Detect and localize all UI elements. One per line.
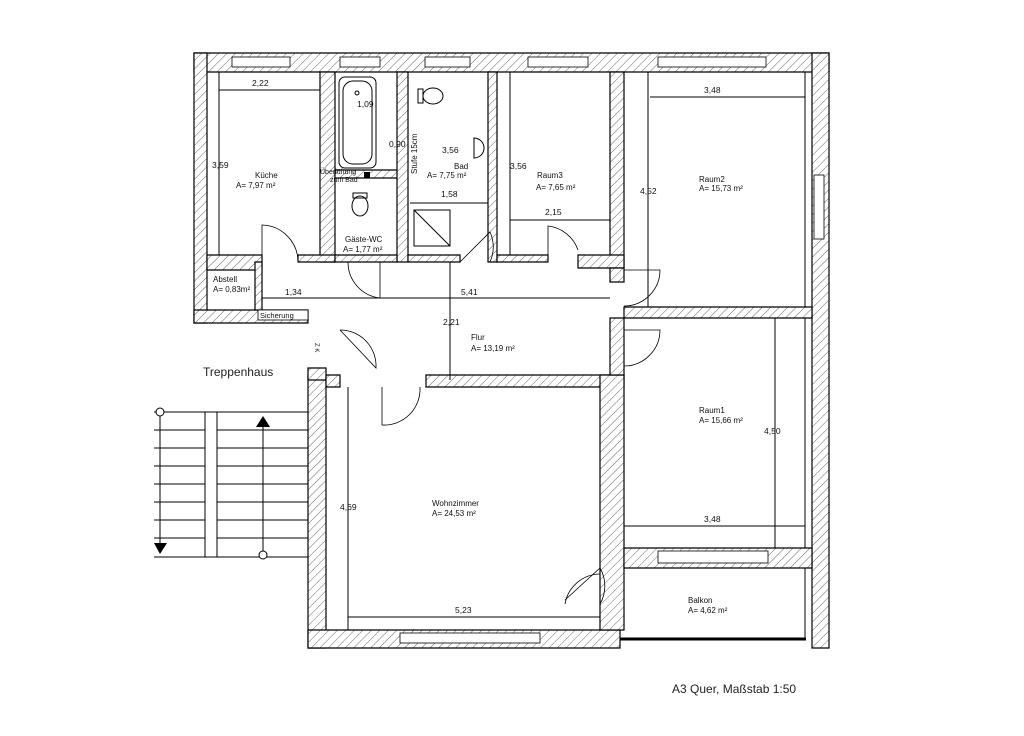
staircase xyxy=(154,407,308,560)
room-labels: Küche A= 7,97 m² Gäste-WC A= 1,77 m² Bad… xyxy=(213,162,743,615)
dimension-labels: 2,22 3,59 1,09 0,90 3,56 1,58 3,56 2,15 … xyxy=(212,78,781,615)
scale-caption: A3 Quer, Maßstab 1:50 xyxy=(672,682,797,696)
sink-icon xyxy=(473,137,485,159)
notes: Überlüftung zum Bad Stufe 15cm Sicherung… xyxy=(203,133,419,379)
dim-bad-width: 1,09 xyxy=(357,99,374,109)
fixtures xyxy=(338,76,485,247)
arrow-up-icon xyxy=(256,416,270,427)
room-name-raum3: Raum3 xyxy=(537,171,563,180)
room-area-balkon: A= 4,62 m² xyxy=(688,606,728,615)
note-zk: Z K xyxy=(313,343,319,352)
room-area-bad: A= 7,75 m² xyxy=(427,171,467,180)
room-name-gaeste-wc: Gäste-WC xyxy=(345,235,383,244)
dim-bad-depth: 3,56 xyxy=(442,145,459,155)
room-area-raum3: A= 7,65 m² xyxy=(536,183,576,192)
dim-raum1-depth: 4,50 xyxy=(764,426,781,436)
room-area-wohnzimmer: A= 24,53 m² xyxy=(432,509,476,518)
note-treppenhaus: Treppenhaus xyxy=(203,365,273,379)
shower-icon xyxy=(413,209,451,247)
room-name-raum1: Raum1 xyxy=(699,406,725,415)
room-name-balkon: Balkon xyxy=(688,596,712,605)
dim-wohn-width: 5,23 xyxy=(455,605,472,615)
dim-bad-lower: 1,58 xyxy=(441,189,458,199)
dim-kueche-depth: 3,59 xyxy=(212,160,229,170)
arrow-down-icon xyxy=(154,543,167,554)
dim-wohn-depth: 4,69 xyxy=(340,502,357,512)
dim-raum3-depth: 3,56 xyxy=(510,161,527,171)
note-ueberlueftung-1: Überlüftung xyxy=(320,168,356,176)
dim-raum1-width: 3,48 xyxy=(704,514,721,524)
room-name-raum2: Raum2 xyxy=(699,175,725,184)
room-outlines xyxy=(206,72,806,641)
doors xyxy=(261,224,661,605)
room-area-raum2: A= 15,73 m² xyxy=(699,184,743,193)
dim-abstell-width: 1,34 xyxy=(285,287,302,297)
room-name-flur: Flur xyxy=(471,333,485,342)
dim-flur-width: 2,21 xyxy=(443,317,460,327)
toilet-icon xyxy=(422,87,444,105)
room-area-kueche: A= 7,97 m² xyxy=(236,181,276,190)
dim-flur-length: 5,41 xyxy=(461,287,478,297)
dim-wc-width: 0,90 xyxy=(389,139,406,149)
toilet-wc-icon xyxy=(351,195,369,217)
room-area-flur: A= 13,19 m² xyxy=(471,344,515,353)
bathtub-icon xyxy=(338,76,377,169)
room-area-raum1: A= 15,66 m² xyxy=(699,416,743,425)
dim-kueche-width: 2,22 xyxy=(252,78,269,88)
dim-raum3-width: 2,15 xyxy=(545,207,562,217)
room-name-wohnzimmer: Wohnzimmer xyxy=(432,499,479,508)
room-name-kueche: Küche xyxy=(255,171,278,180)
note-stufe: Stufe 15cm xyxy=(410,133,419,174)
note-ueberlueftung-2: zum Bad xyxy=(330,177,358,184)
room-name-abstell: Abstell xyxy=(213,275,237,284)
room-name-bad: Bad xyxy=(454,162,468,171)
dim-raum2-depth: 4,52 xyxy=(640,186,657,196)
room-area-abstell: A= 0,83m² xyxy=(213,285,250,294)
room-area-gaeste-wc: A= 1,77 m² xyxy=(343,245,383,254)
windows xyxy=(231,56,825,644)
dim-raum2-width: 3,48 xyxy=(704,85,721,95)
note-sicherung: Sicherung xyxy=(260,311,294,320)
